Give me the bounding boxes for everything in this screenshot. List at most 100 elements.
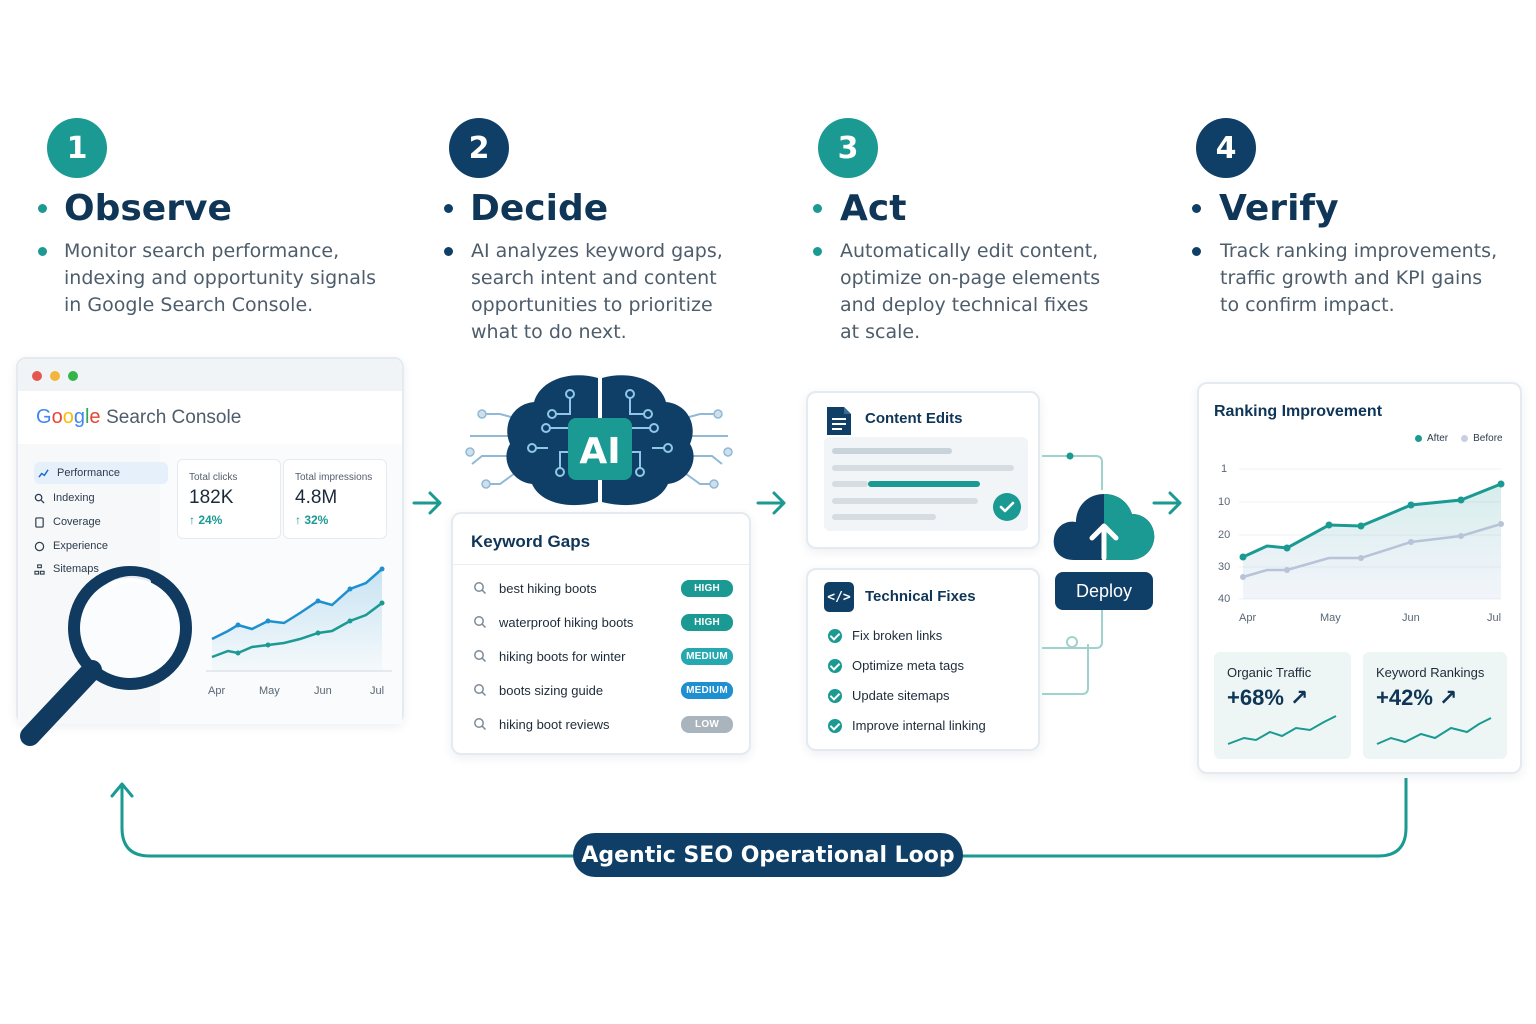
search-icon (474, 616, 487, 629)
chart-legend: After Before (1415, 433, 1503, 444)
y-tick-label: 10 (1218, 496, 1231, 508)
deploy-button[interactable]: Deploy (1055, 572, 1153, 610)
keyword-text: hiking boot reviews (499, 716, 610, 732)
kpi-label: Keyword Rankings (1376, 665, 1485, 680)
impressions-markers (235, 600, 385, 656)
divider (453, 564, 749, 565)
keyword-text: best hiking boots (499, 580, 597, 596)
clicks-markers (235, 566, 385, 628)
fix-item: Fix broken links (828, 628, 942, 643)
card-title: Keyword Gaps (471, 532, 591, 551)
arrow-right-icon (412, 491, 442, 515)
y-tick-label: 40 (1218, 593, 1231, 605)
stat-total-clicks: Total clicks 182K ↑ 24% (177, 459, 281, 539)
google-logo: Google (36, 406, 101, 428)
sidebar-item-indexing[interactable]: Indexing (34, 492, 95, 504)
y-tick-label: 20 (1218, 529, 1231, 541)
step-description: AI analyzes keyword gaps,search intent a… (471, 240, 723, 343)
sparkline (1376, 717, 1492, 745)
sidebar-item-experience[interactable]: Experience (34, 540, 108, 552)
check-icon (828, 718, 842, 733)
kpi-organic-traffic: Organic Traffic +68% ↗ (1214, 652, 1351, 759)
stat-total-impressions: Total impressions 4.8M ↑ 32% (283, 459, 387, 539)
step-title: Act (840, 188, 907, 229)
keyword-row[interactable]: boots sizing guide MEDIUM (473, 673, 733, 707)
stat-delta: ↑ 24% (189, 513, 223, 527)
after-line (1242, 482, 1502, 559)
x-tick-label: May (259, 685, 280, 697)
content-preview (824, 437, 1028, 531)
bullet-dot (444, 204, 453, 213)
sidebar-item-label: Indexing (53, 492, 95, 504)
window-titlebar (18, 359, 402, 391)
kpi-keyword-rankings: Keyword Rankings +42% ↗ (1363, 652, 1507, 759)
sidebar-item-performance[interactable]: Performance (34, 462, 168, 484)
cloud-upload-icon (1053, 494, 1155, 561)
stat-value: 182K (189, 487, 234, 508)
step-title: Verify (1219, 188, 1339, 229)
after-markers (1239, 480, 1505, 561)
step-number-badge: 2 (449, 118, 509, 178)
search-icon (34, 493, 45, 504)
priority-badge: MEDIUM (681, 681, 733, 699)
priority-badge: MEDIUM (681, 647, 733, 665)
check-icon (828, 688, 842, 703)
fix-item: Update sitemaps (828, 688, 950, 703)
stat-delta: ↑ 32% (295, 513, 329, 527)
maximize-dot[interactable] (68, 371, 78, 381)
search-console-logo: Google Search Console (36, 406, 241, 429)
x-tick-label: May (1320, 612, 1341, 624)
product-name: Search Console (106, 407, 242, 428)
stat-label: Total impressions (295, 472, 373, 483)
ranking-improvement-card: Ranking Improvement After Before 1 10 20… (1197, 382, 1522, 774)
priority-badge: LOW (681, 715, 733, 733)
performance-icon (38, 468, 49, 478)
sparkline (1227, 715, 1337, 745)
sidebar-item-label: Coverage (53, 516, 101, 528)
card-title: Technical Fixes (865, 588, 976, 605)
priority-badge: HIGH (681, 579, 733, 597)
card-title: Content Edits (865, 410, 963, 427)
x-tick-label: Jul (1487, 612, 1502, 624)
before-markers (1240, 521, 1504, 580)
legend-swatch-before (1461, 435, 1469, 442)
close-dot[interactable] (32, 371, 42, 381)
content-edits-card: Content Edits (806, 391, 1040, 549)
check-icon (828, 628, 842, 643)
search-icon (474, 582, 487, 595)
kpi-label: Organic Traffic (1227, 665, 1312, 680)
step-title: Observe (64, 188, 232, 229)
x-tick-label: Apr (1239, 612, 1257, 624)
legend-label: Before (1473, 433, 1503, 444)
loop-label: Agentic SEO Operational Loop (573, 833, 963, 877)
x-tick-label: Apr (208, 685, 226, 697)
before-line (1242, 522, 1502, 579)
kpi-value: +68% ↗ (1227, 685, 1309, 710)
stat-label: Total clicks (189, 472, 238, 483)
fix-label: Fix broken links (852, 628, 943, 643)
bullet-dot (813, 247, 822, 256)
keyword-text: waterproof hiking boots (499, 614, 634, 630)
x-tick-label: Jun (1402, 612, 1420, 624)
bullet-dot (38, 247, 47, 256)
minimize-dot[interactable] (50, 371, 60, 381)
deploy-connectors (1042, 452, 1103, 695)
bullet-dot (1192, 204, 1201, 213)
fix-item: Improve internal linking (828, 718, 986, 733)
keyword-row[interactable]: hiking boot reviews LOW (473, 707, 733, 741)
legend-swatch-after (1415, 435, 1422, 442)
keyword-row[interactable]: best hiking boots HIGH (473, 571, 733, 605)
ai-brain-icon (465, 375, 733, 506)
kpi-value: +42% ↗ (1376, 685, 1458, 710)
sidebar-item-sitemaps[interactable]: Sitemaps (34, 563, 99, 575)
keyword-text: boots sizing guide (499, 682, 604, 698)
bullet-dot (38, 204, 47, 213)
sidebar-item-coverage[interactable]: Coverage (34, 516, 101, 528)
search-icon (474, 684, 487, 697)
bullet-dot (813, 204, 822, 213)
step-description: Monitor search performance,indexing and … (64, 240, 377, 316)
step-description: Automatically edit content,optimize on-p… (840, 240, 1101, 343)
